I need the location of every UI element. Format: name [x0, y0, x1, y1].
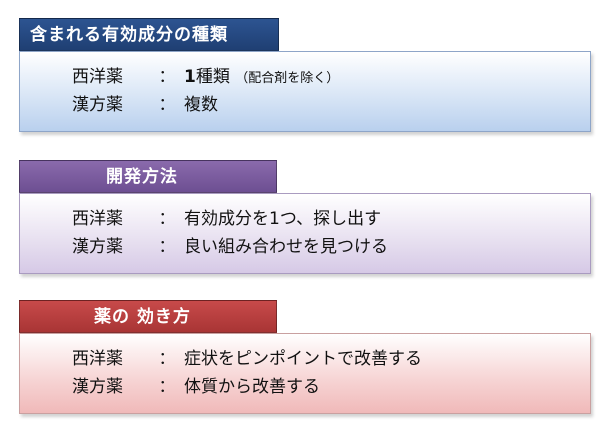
row-label: 漢方薬: [72, 237, 123, 257]
row-value-text: 種類: [195, 67, 230, 87]
row-colon: ：: [158, 237, 176, 257]
section-title: 開発方法: [19, 160, 277, 193]
row-value: 1種類 （配合剤を除く）: [180, 64, 339, 92]
row-label: 西洋薬: [72, 349, 123, 369]
row-label: 西洋薬: [72, 209, 123, 229]
row-western-medicine: 西洋薬 ： 症状をピンポイントで改善する: [72, 346, 422, 372]
row-value: 症状をピンポイントで改善する: [184, 349, 422, 369]
row-colon: ：: [158, 95, 176, 115]
row-label: 西洋薬: [72, 67, 123, 87]
row-value: 複数: [184, 95, 218, 115]
row-colon: ：: [158, 67, 176, 87]
row-label: 漢方薬: [72, 95, 123, 115]
section-panel: [19, 333, 591, 414]
row-value-number: 1: [184, 67, 196, 87]
row-western-medicine: 西洋薬：1種類 （配合剤を除く）: [72, 64, 339, 90]
row-colon: ：: [158, 349, 176, 369]
section-panel: [19, 51, 591, 132]
section-title: 含まれる有効成分の種類: [19, 18, 279, 51]
row-colon: ：: [158, 209, 176, 229]
row-value: 体質から改善する: [184, 377, 320, 397]
row-kampo-medicine: 漢方薬 ： 良い組み合わせを見つける: [72, 234, 388, 260]
row-western-medicine: 西洋薬 ： 有効成分を1つ、探し出す: [72, 206, 381, 232]
row-colon: ：: [158, 377, 176, 397]
row-value: 有効成分を1つ、探し出す: [184, 209, 382, 229]
section-panel: [19, 193, 591, 274]
section-title: 薬の 効き方: [19, 300, 277, 333]
row-label: 漢方薬: [72, 377, 123, 397]
row-value-note: （配合剤を除く）: [235, 71, 340, 86]
row-kampo-medicine: 漢方薬 ： 複数: [72, 92, 218, 118]
row-kampo-medicine: 漢方薬 ： 体質から改善する: [72, 374, 320, 400]
row-value: 良い組み合わせを見つける: [184, 237, 388, 257]
